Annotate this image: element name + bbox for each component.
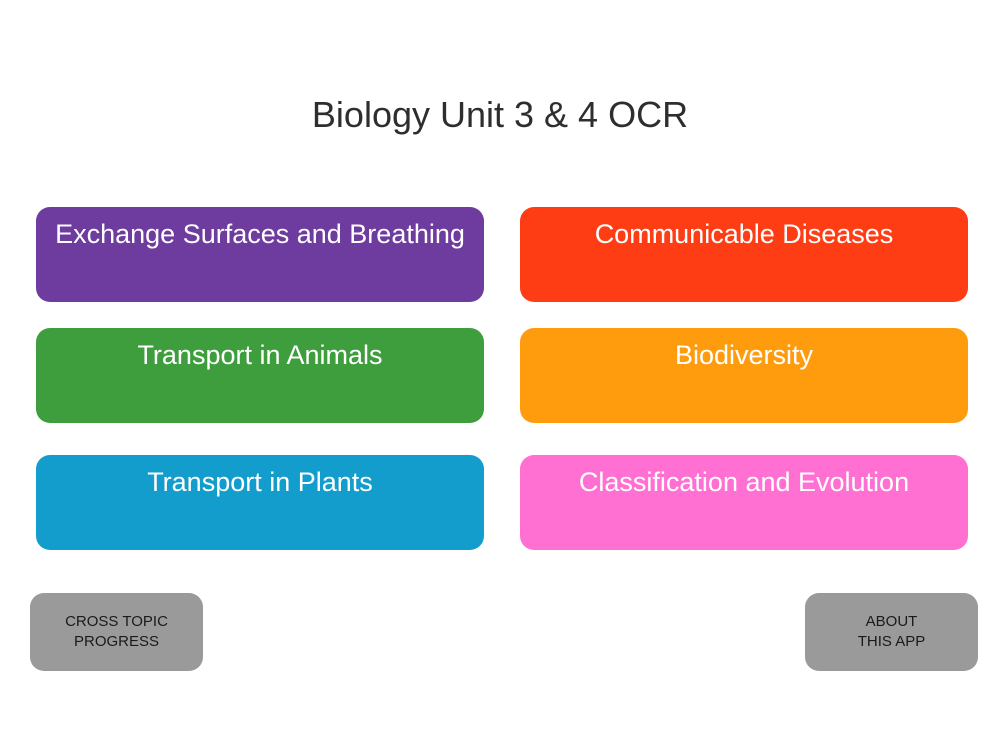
topic-button-biodiversity[interactable]: Biodiversity xyxy=(520,328,968,423)
topic-label: Exchange Surfaces and Breathing xyxy=(55,219,465,249)
button-label-line-2: THIS APP xyxy=(857,633,926,650)
topic-button-classification-evolution[interactable]: Classification and Evolution xyxy=(520,455,968,550)
button-label-line-2: PROGRESS xyxy=(73,633,160,650)
topic-button-transport-in-animals[interactable]: Transport in Animals xyxy=(36,328,484,423)
topic-label: Transport in Plants xyxy=(147,467,373,497)
topic-label: Classification and Evolution xyxy=(578,467,910,497)
cross-topic-progress-button[interactable]: CROSS TOPIC PROGRESS xyxy=(30,593,203,671)
topic-label: Communicable Diseases xyxy=(594,219,894,249)
topic-label: Transport in Animals xyxy=(137,340,383,370)
topic-button-exchange-surfaces[interactable]: Exchange Surfaces and Breathing xyxy=(36,207,484,302)
button-label-line-1: ABOUT xyxy=(865,613,918,630)
about-this-app-button[interactable]: ABOUT THIS APP xyxy=(805,593,978,671)
button-label-line-1: CROSS TOPIC xyxy=(65,613,168,630)
topic-button-transport-in-plants[interactable]: Transport in Plants xyxy=(36,455,484,550)
topic-button-communicable-diseases[interactable]: Communicable Diseases xyxy=(520,207,968,302)
page-title: Biology Unit 3 & 4 OCR xyxy=(311,94,689,135)
topic-label: Biodiversity xyxy=(674,340,814,370)
